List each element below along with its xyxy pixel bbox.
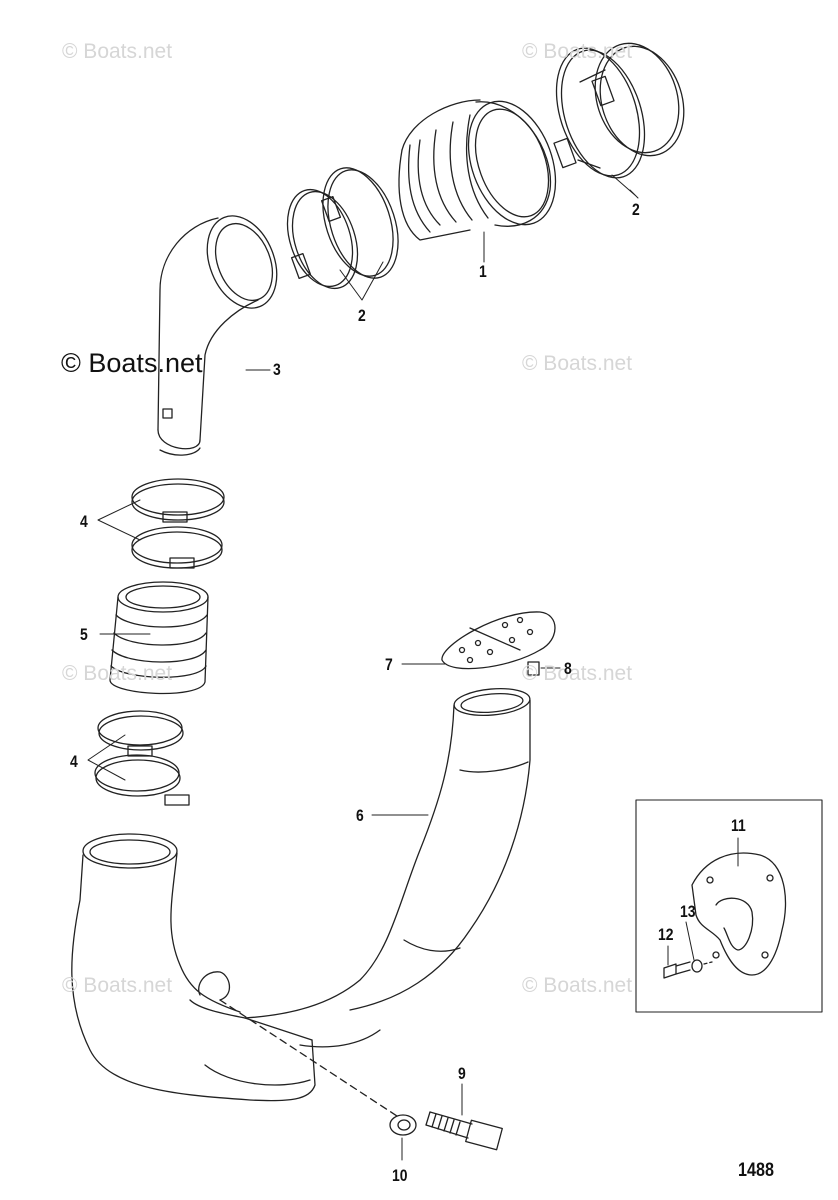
washer: [390, 1115, 416, 1135]
clamp-pair-upper-left: [132, 479, 224, 568]
bellows-hose: [399, 89, 571, 240]
bellows-coupler: [110, 582, 208, 694]
watermark-top-left: © Boats.net: [62, 40, 173, 63]
callout-8: 8: [564, 659, 572, 678]
exhaust-pipe-main: [72, 686, 531, 1101]
watermark-mid-right: © Boats.net: [522, 352, 633, 375]
clamp-pair-upper-right: [541, 32, 697, 188]
callout-2-right: 2: [632, 200, 640, 219]
alignment-dashed-line: [220, 1000, 400, 1118]
watermark-bottom-left: © Boats.net: [62, 974, 173, 997]
watermark-main: © Boats.net: [61, 348, 203, 378]
clamp-pair-middle: [276, 159, 411, 297]
callout-1: 1: [479, 262, 487, 281]
bolt: [426, 1112, 502, 1150]
callout-11: 11: [731, 816, 746, 835]
callout-4-upper: 4: [80, 512, 88, 531]
callout-13: 13: [680, 902, 696, 921]
watermark-mid-left: © Boats.net: [62, 662, 173, 685]
callout-10: 10: [392, 1166, 408, 1185]
leader-lines: [88, 175, 738, 1160]
callout-12: 12: [658, 925, 674, 944]
callout-9: 9: [458, 1064, 466, 1083]
callout-5: 5: [80, 625, 88, 644]
watermark-bottom-right: © Boats.net: [522, 974, 633, 997]
callout-7: 7: [385, 655, 393, 674]
callout-3: 3: [273, 360, 281, 379]
inset-detail: [636, 800, 822, 1012]
watermark-top-right: © Boats.net: [522, 40, 633, 63]
elbow-tube: [158, 206, 290, 456]
watermark-mid-right-2: © Boats.net: [522, 662, 633, 685]
callout-2-middle: 2: [358, 306, 366, 325]
clamp-pair-lower-left: [95, 711, 189, 805]
small-nut: [528, 662, 539, 675]
callout-6: 6: [356, 806, 364, 825]
mounting-plate: [442, 612, 555, 669]
callout-4-lower: 4: [70, 752, 78, 771]
figure-number: 1488: [738, 1160, 774, 1181]
